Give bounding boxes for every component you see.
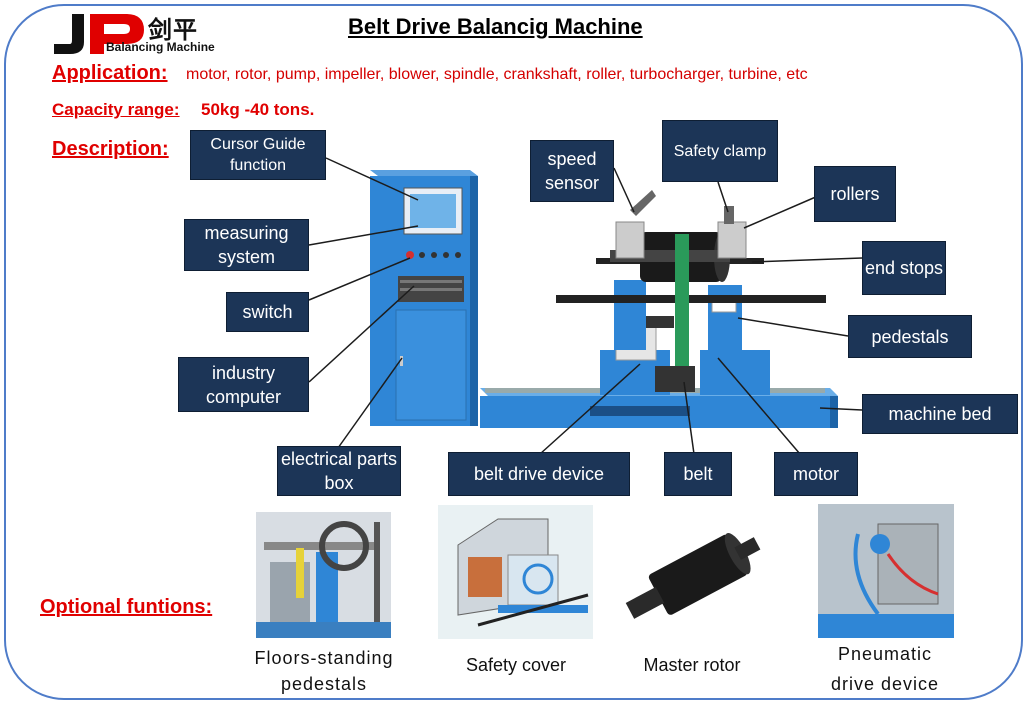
callout-pedestals: pedestals <box>848 315 972 358</box>
capacity-value: 50kg -40 tons. <box>201 100 315 119</box>
logo-subtitle: Balancing Machine <box>106 40 215 54</box>
callout-belt: belt <box>664 452 732 496</box>
optional-functions-label: Optional funtions: <box>40 596 213 618</box>
caption-master-rotor: Master rotor <box>643 655 741 675</box>
master-rotor-image <box>614 518 774 638</box>
callout-motor: motor <box>774 452 858 496</box>
callout-end-stops: end stops <box>862 241 946 295</box>
application-label: Application: <box>52 62 168 84</box>
floor-standing-pedestals-image <box>256 512 391 638</box>
callout-cursor-guide: Cursor Guide function <box>190 130 326 180</box>
description-label: Description: <box>52 138 169 160</box>
callout-safety-clamp: Safety clamp <box>662 120 778 182</box>
callout-speed-sensor: speed sensor <box>530 140 614 202</box>
callout-industry-computer: industry computer <box>178 357 309 412</box>
callout-switch: switch <box>226 292 309 332</box>
leader-lines <box>308 157 863 455</box>
callout-machine-bed: machine bed <box>862 394 1018 434</box>
application-text: motor, rotor, pump, impeller, blower, sp… <box>186 66 808 83</box>
capacity-label: Capacity range: <box>52 100 180 119</box>
logo-chinese-text: 剑平 <box>148 16 198 44</box>
callout-belt-drive-device: belt drive device <box>448 452 630 496</box>
control-cabinet <box>370 170 478 426</box>
page-title: Belt Drive Balancig Machine <box>348 14 643 39</box>
caption-pneumatic-drive: Pneumatic drive device <box>830 644 940 694</box>
callout-measuring-system: measuring system <box>184 219 309 271</box>
safety-cover-image <box>438 505 593 639</box>
callout-electrical-parts-box: electrical parts box <box>277 446 401 496</box>
pneumatic-drive-image <box>818 504 954 638</box>
rounded-frame <box>4 4 1023 700</box>
caption-floor-standing-pedestals: Floors-standing pedestals <box>254 648 394 694</box>
right-pedestal-shape <box>700 285 770 395</box>
caption-safety-cover: Safety cover <box>465 655 567 675</box>
jp-logo-mark <box>50 12 146 61</box>
callout-rollers: rollers <box>814 166 896 222</box>
